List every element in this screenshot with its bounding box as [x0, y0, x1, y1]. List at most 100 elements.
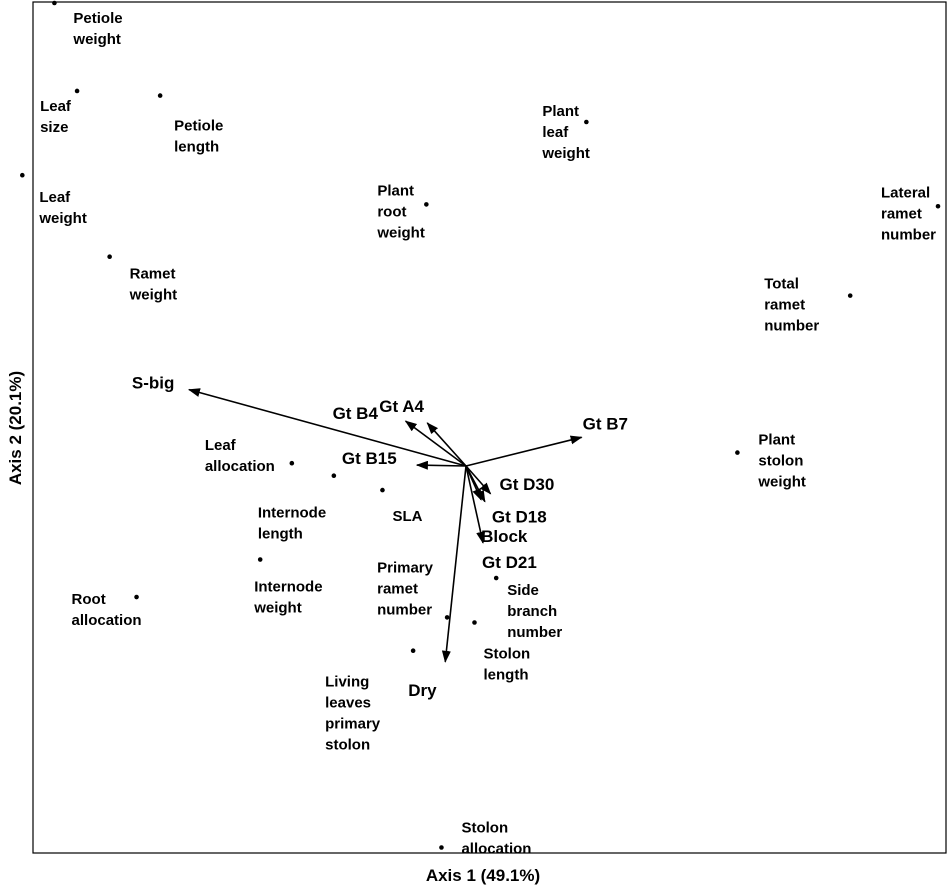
factor-vector-arrow [415, 460, 467, 470]
trait-label-line: Total [764, 276, 799, 293]
trait-label-line: Ramet [130, 266, 176, 283]
trait-label-line: allocation [461, 841, 531, 858]
trait-point-label: Total ramet number [764, 276, 819, 335]
trait-point-label: Internode length [258, 505, 326, 543]
trait-point-marker [493, 575, 499, 581]
trait-label-line: Internode [254, 579, 322, 596]
trait-label-line: ramet [764, 297, 805, 314]
trait-label-line: length [258, 526, 303, 543]
trait-point-label: Plant leaf weight [541, 103, 590, 162]
factor-vector-label: Gt B7 [583, 414, 628, 433]
trait-label-line: SLA [392, 508, 422, 525]
trait-point-label: SLA [392, 508, 422, 525]
trait-point-marker [74, 88, 80, 94]
trait-label-line: Stolon [461, 820, 508, 837]
trait-label-line: Petiole [73, 10, 122, 27]
trait-label-line: Lateral [881, 184, 930, 201]
trait-label-line: leaf [542, 124, 569, 141]
trait-label-line: ramet [881, 205, 922, 222]
trait-point-label: Ramet weight [129, 266, 178, 304]
trait-label-line: Plant [377, 182, 414, 199]
trait-point-marker [439, 845, 444, 850]
trait-label-line: Leaf [40, 98, 72, 115]
trait-point-label: Petiole weight [72, 10, 122, 48]
trait-label-line: Petiole [174, 118, 223, 135]
trait-label-line: allocation [205, 458, 275, 475]
trait-point-label: Internode weight [253, 579, 322, 617]
trait-label-line: Leaf [205, 437, 237, 454]
trait-point-marker [444, 615, 450, 620]
factor-vector-arrow [465, 465, 492, 495]
trait-label-line: weight [253, 600, 302, 617]
factor-vector-arrow [465, 435, 583, 467]
trait-label-line: Primary [377, 559, 434, 576]
trait-label-line: stolon [758, 453, 803, 470]
factor-vector-label: Gt D21 [482, 553, 537, 572]
factor-vector-label: Dry [408, 681, 437, 700]
x-axis-title: Axis 1 (49.1%) [426, 866, 540, 885]
trait-point-label: Plant stolon weight [757, 432, 806, 491]
factor-vector-label: Gt D18 [492, 508, 547, 527]
trait-label-line: leaves [325, 695, 371, 712]
trait-label-line: weight [72, 31, 121, 48]
trait-label-line: Stolon [483, 645, 530, 662]
trait-point-marker [935, 203, 941, 209]
trait-point-marker [107, 254, 112, 260]
trait-point-marker [380, 487, 385, 493]
factor-vector-label: S-big [132, 374, 175, 393]
trait-label-line: Internode [258, 505, 326, 522]
trait-label-line: Plant [542, 103, 579, 120]
factor-vector-label: Gt A4 [379, 397, 424, 416]
trait-point-marker [735, 450, 740, 455]
trait-point-label: Lateral ramet number [881, 184, 936, 243]
factor-vector-arrow [465, 465, 486, 544]
trait-label-line: Leaf [39, 189, 71, 206]
trait-point-marker [134, 594, 139, 600]
factor-vector-label: Gt B4 [333, 404, 379, 423]
trait-point-label: Leaf size [40, 98, 72, 136]
trait-point-marker [20, 172, 25, 178]
trait-label-line: root [377, 203, 406, 220]
trait-point-marker [472, 620, 477, 625]
trait-label-line: Plant [758, 432, 795, 449]
trait-label-line: primary [325, 716, 381, 733]
trait-label-line: size [40, 119, 68, 136]
trait-label-line: number [881, 226, 936, 243]
factor-vector-label: Gt B15 [342, 449, 397, 468]
trait-label-line: length [483, 666, 528, 683]
trait-point-marker [331, 473, 337, 479]
factor-vector-label: Gt D30 [500, 475, 555, 494]
trait-label-line: weight [757, 474, 806, 491]
trait-label-line: weight [541, 145, 590, 162]
trait-point-marker [289, 460, 295, 466]
trait-point-label: Petiole length [174, 118, 223, 156]
trait-label-line: number [507, 624, 562, 641]
trait-point-marker [52, 0, 57, 6]
trait-label-line: ramet [377, 580, 418, 597]
trait-label-line: number [764, 318, 819, 335]
trait-point-label: Stolon allocation [461, 820, 531, 858]
trait-point-marker [157, 93, 163, 98]
trait-point-label: Leaf allocation [205, 437, 275, 475]
trait-point-label: Root allocation [72, 591, 142, 629]
trait-point-marker [847, 293, 853, 298]
factor-vector-arrow [187, 388, 467, 467]
trait-label-line: length [174, 139, 219, 156]
trait-point-label: Primary ramet number [377, 559, 434, 618]
trait-label-line: Living [325, 674, 369, 691]
trait-label-line: Root [72, 591, 106, 608]
factor-vector-arrow [441, 465, 467, 663]
trait-label-line: number [377, 601, 432, 618]
trait-point-marker [424, 202, 429, 207]
factor-vector-label: Block [481, 527, 528, 546]
trait-label-line: allocation [72, 612, 142, 629]
trait-label-line: Side [507, 582, 539, 599]
trait-label-line: weight [129, 287, 178, 304]
factor-vector-arrow [426, 422, 467, 467]
